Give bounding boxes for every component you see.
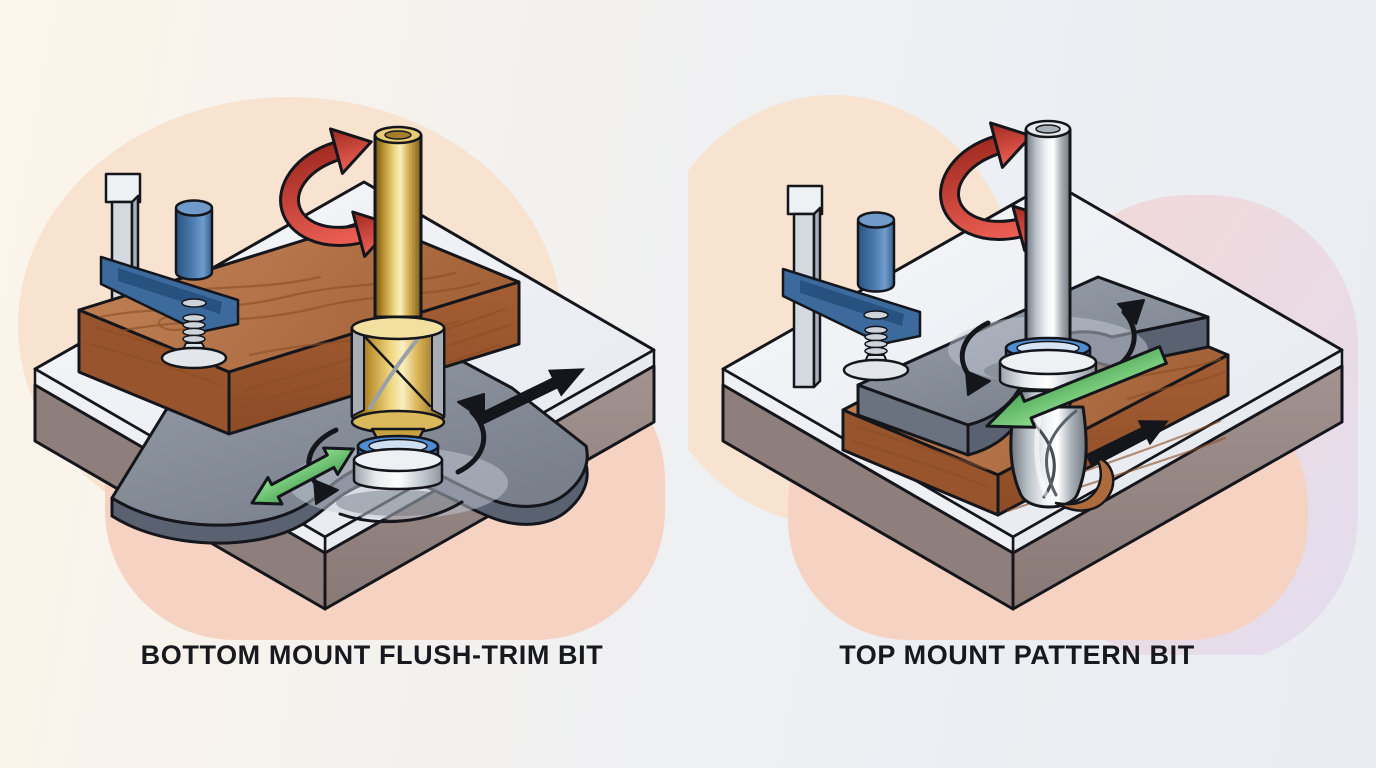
f-clamp xyxy=(781,184,922,389)
clamp-screw xyxy=(182,313,206,344)
carbide-edge-right xyxy=(431,323,445,417)
flush-trim-bit xyxy=(336,125,460,516)
clamp-pad xyxy=(160,346,228,370)
feed-direction-arrow-icon xyxy=(476,368,586,426)
clamp-screw xyxy=(864,325,888,356)
f-clamp xyxy=(99,199,240,370)
bit-shank xyxy=(373,126,423,319)
bearing-rotation-arrow-icon xyxy=(306,393,487,524)
feed-direction-arrow-icon xyxy=(1085,420,1169,466)
caption-pattern: TOP MOUNT PATTERN BIT xyxy=(839,640,1195,670)
flush-trim-illustration xyxy=(18,97,665,640)
pattern-bit-illustration xyxy=(688,95,1358,655)
bit-shank xyxy=(1024,121,1072,350)
clamp-pad xyxy=(842,358,910,382)
template-follow-arrow-icon xyxy=(250,446,356,506)
carbide-edge-left xyxy=(351,323,365,417)
bottom-bearing xyxy=(352,434,444,491)
template-follow-arrow-icon xyxy=(985,345,1168,429)
caption-flush-trim: BOTTOM MOUNT FLUSH-TRIM BIT xyxy=(140,640,604,670)
spiral-cutter xyxy=(1009,405,1088,509)
pattern-bit xyxy=(984,119,1115,512)
